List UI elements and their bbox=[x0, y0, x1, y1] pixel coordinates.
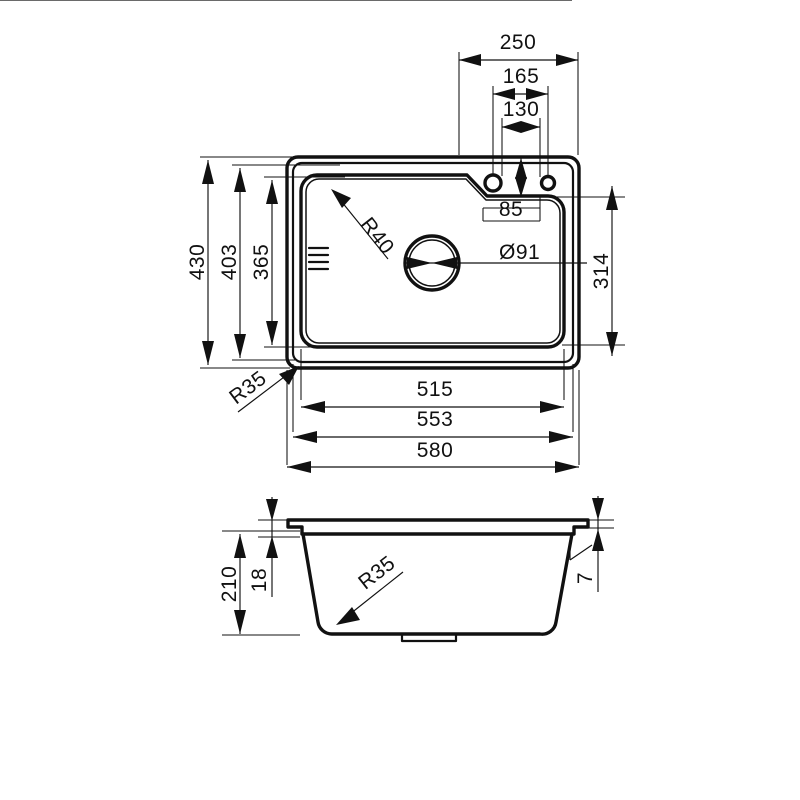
arrowhead-7-bottom bbox=[592, 529, 604, 551]
bottom-dimension-group: 515 553 580 bbox=[286, 349, 580, 473]
arrowhead-553-right bbox=[549, 431, 573, 443]
dim-label-430: 430 bbox=[186, 244, 209, 281]
arrowhead-553-left bbox=[293, 431, 317, 443]
section-right-dimension-group: 7 bbox=[0, 0, 614, 592]
section-view-geometry bbox=[222, 518, 590, 643]
leader-line-7 bbox=[569, 544, 593, 561]
leader-line-r35-section bbox=[344, 571, 404, 619]
arrowhead-85-top bbox=[515, 158, 527, 179]
dim-label-250: 250 bbox=[500, 31, 537, 54]
arrowhead-250-left bbox=[459, 54, 481, 66]
arrowhead-430-bottom bbox=[202, 341, 214, 365]
dim-label-91: Ø91 bbox=[499, 241, 540, 264]
section-left-dimension-group: 210 18 bbox=[218, 497, 300, 634]
dim-label-7: 7 bbox=[574, 572, 597, 584]
arrowhead-580-left bbox=[287, 461, 311, 473]
sink-bowl-outline bbox=[299, 173, 566, 349]
arrowhead-130-right bbox=[521, 121, 540, 133]
arrowhead-515-left bbox=[301, 401, 325, 413]
dim-label-553: 553 bbox=[417, 408, 454, 431]
top-dimension-group: 250 165 130 85 Ø91 bbox=[404, 31, 587, 269]
arrowhead-314-top bbox=[606, 186, 618, 210]
arrowhead-365-bottom bbox=[266, 321, 278, 345]
section-bowl-profile bbox=[301, 532, 574, 636]
section-rim-flange bbox=[286, 518, 590, 536]
arrowhead-403-bottom bbox=[234, 334, 246, 358]
arrowhead-165-right bbox=[526, 88, 548, 100]
leader-line-r40 bbox=[336, 195, 389, 260]
arrowhead-430-top bbox=[202, 160, 214, 184]
arrowhead-91-right bbox=[432, 257, 457, 269]
dim-label-403: 403 bbox=[218, 244, 241, 281]
arrowhead-18-bottom bbox=[266, 536, 278, 558]
arrowhead-18-top bbox=[266, 499, 278, 521]
sink-bowl-inner-line bbox=[305, 178, 561, 344]
arrowhead-210-top bbox=[234, 534, 246, 558]
dim-label-85: 85 bbox=[499, 198, 523, 221]
dim-label-165: 165 bbox=[503, 65, 540, 88]
left-dimension-group: 430 403 365 bbox=[186, 156, 345, 369]
arrowhead-165-left bbox=[493, 88, 515, 100]
arrowhead-91-left bbox=[407, 257, 432, 269]
arrowhead-403-top bbox=[234, 168, 246, 192]
dim-label-130: 130 bbox=[503, 98, 540, 121]
dim-label-365: 365 bbox=[250, 244, 273, 281]
right-dimension-group: 314 bbox=[540, 186, 625, 356]
arrowhead-r35-top bbox=[279, 366, 299, 385]
dim-label-314: 314 bbox=[590, 253, 613, 290]
arrowhead-515-right bbox=[540, 401, 564, 413]
overflow-grooves bbox=[307, 246, 330, 271]
dim-label-580: 580 bbox=[417, 439, 454, 462]
arrowhead-130-left bbox=[502, 121, 521, 133]
arrowhead-580-right bbox=[555, 461, 579, 473]
arrowhead-210-bottom bbox=[234, 610, 246, 634]
dim-label-210: 210 bbox=[218, 566, 241, 603]
arrowhead-7-top bbox=[592, 498, 604, 520]
arrowhead-r40 bbox=[331, 189, 351, 208]
arrowhead-85-bottom bbox=[515, 177, 527, 197]
arrowhead-365-top bbox=[266, 180, 278, 204]
arrowhead-r35-section bbox=[336, 607, 360, 625]
arrowhead-314-bottom bbox=[606, 332, 618, 356]
arrowhead-250-right bbox=[556, 54, 578, 66]
section-drain-recess bbox=[400, 632, 458, 643]
dim-label-18: 18 bbox=[248, 568, 271, 592]
dim-label-515: 515 bbox=[417, 378, 454, 401]
